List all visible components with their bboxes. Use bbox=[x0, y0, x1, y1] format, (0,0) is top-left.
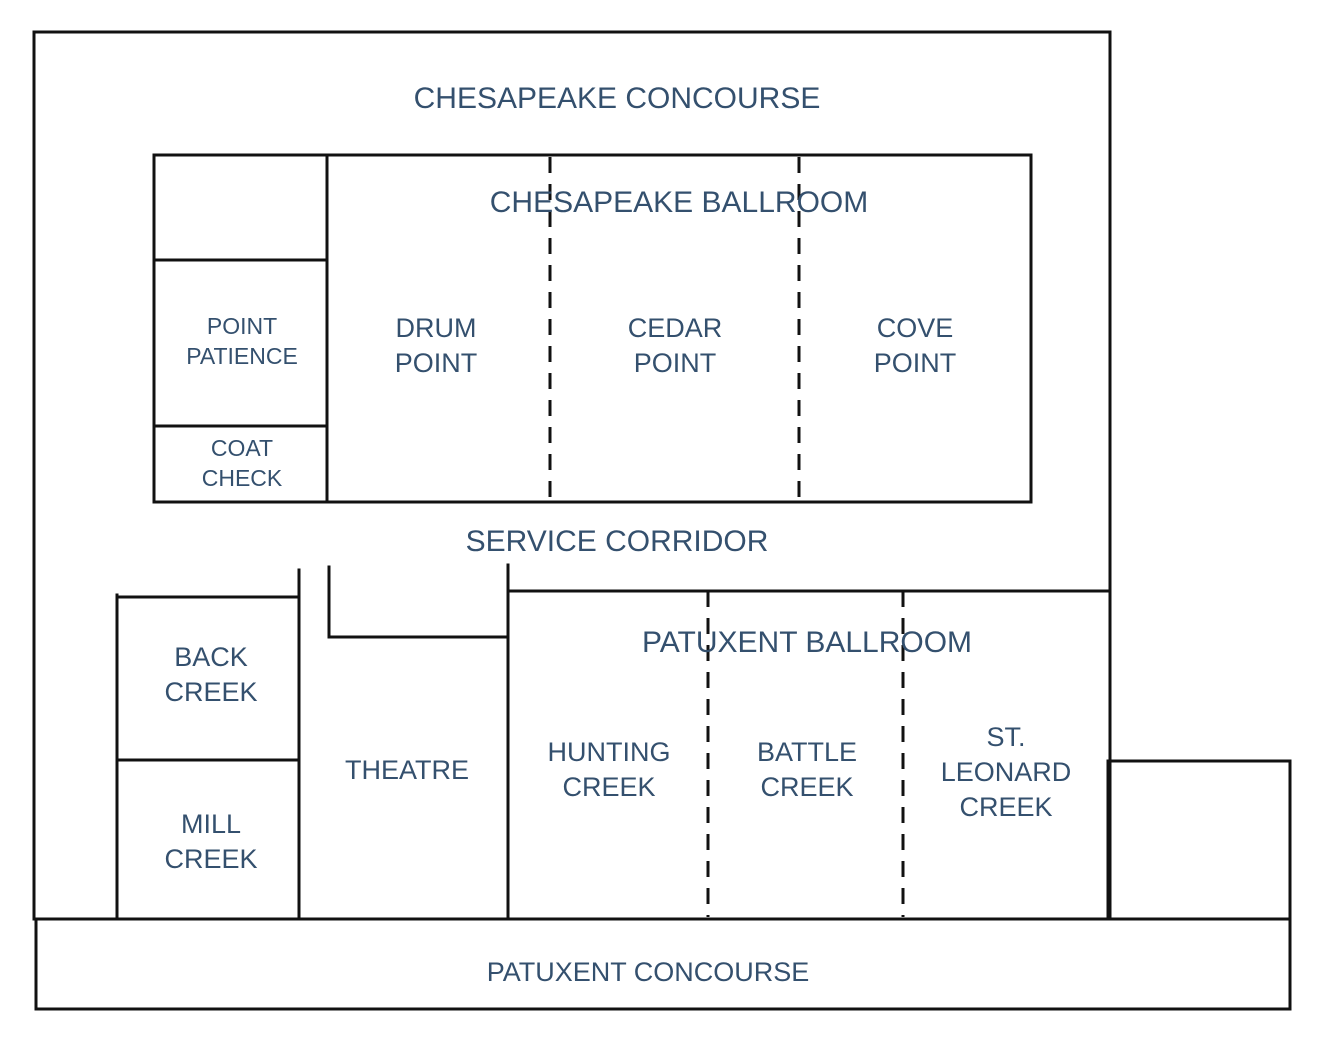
battle-creek-label-line1: BATTLE bbox=[757, 737, 857, 767]
st-leonard-creek-label-line2: LEONARD bbox=[941, 757, 1072, 787]
hunting-creek-label-line2: CREEK bbox=[562, 772, 655, 802]
service-corridor-label: SERVICE CORRIDOR bbox=[466, 525, 769, 558]
mill-creek-label-line2: CREEK bbox=[164, 844, 257, 874]
theatre-label: THEATRE bbox=[345, 755, 469, 785]
drum-point-label-line2: POINT bbox=[395, 348, 478, 378]
cedar-point-label-line1: CEDAR bbox=[628, 313, 723, 343]
east-annex-room bbox=[1106, 759, 1292, 921]
point-patience-label-line2: PATIENCE bbox=[186, 343, 298, 369]
chesapeake-ballroom-block bbox=[152, 153, 1033, 504]
cove-point-label-line1: COVE bbox=[877, 313, 954, 343]
back-creek-label-line2: CREEK bbox=[164, 677, 257, 707]
point-patience-label-line1: POINT bbox=[207, 313, 277, 339]
back-creek-label-line1: BACK bbox=[174, 642, 248, 672]
battle-creek-label-line2: CREEK bbox=[760, 772, 853, 802]
drum-point-label-line1: DRUM bbox=[396, 313, 477, 343]
chesapeake-ballroom-title: CHESAPEAKE BALLROOM bbox=[490, 186, 868, 219]
coat-check-label-line2: CHECK bbox=[202, 465, 283, 491]
hunting-creek-label-line1: HUNTING bbox=[548, 737, 671, 767]
chesapeake-concourse-label: CHESAPEAKE CONCOURSE bbox=[414, 82, 821, 115]
patuxent-concourse-label: PATUXENT CONCOURSE bbox=[487, 957, 810, 987]
st-leonard-creek-label-line1: ST. bbox=[986, 722, 1025, 752]
patuxent-concourse bbox=[34, 917, 1292, 1011]
st-leonard-creek-label-line3: CREEK bbox=[959, 792, 1052, 822]
coat-check-label-line1: COAT bbox=[211, 435, 273, 461]
patuxent-ballroom-title: PATUXENT BALLROOM bbox=[642, 626, 972, 659]
cove-point-label-line2: POINT bbox=[874, 348, 957, 378]
mill-creek-label-line1: MILL bbox=[181, 809, 241, 839]
cedar-point-label-line2: POINT bbox=[634, 348, 717, 378]
